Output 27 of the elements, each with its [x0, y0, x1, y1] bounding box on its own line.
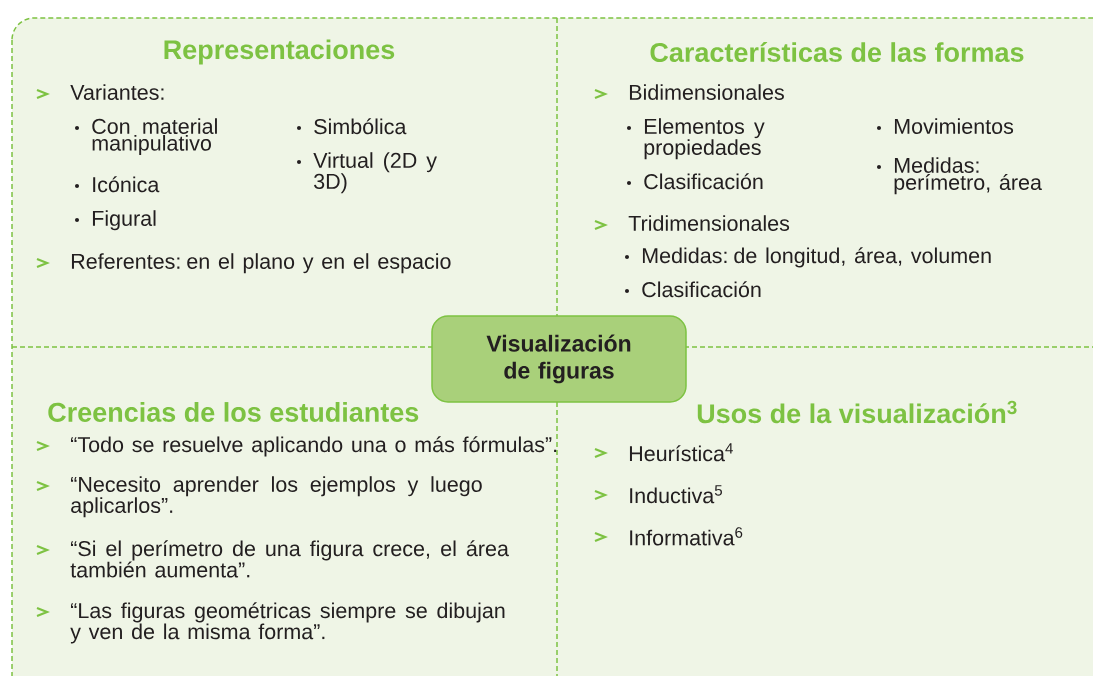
list-item: “Las figuras geométricas siempre se dibujan y ven de la misma forma”. [70, 602, 505, 644]
list-item: Figural [92, 210, 156, 231]
list-item: Clasificación [644, 173, 763, 190]
list-item: Tridimensionales [628, 215, 790, 231]
section-heading: Creencias de los estudiantes [48, 402, 419, 422]
list-item: Icónica [93, 176, 160, 193]
list-item: “Todo se resuelve aplicando una o más fórmulas”. [71, 436, 557, 457]
list-item: Heurística$^{4}$ [629, 443, 733, 462]
section-heading: Representaciones [164, 39, 395, 65]
list-item: Clasificación [642, 281, 761, 298]
section-heading: Características de las formas [650, 41, 1024, 63]
list-item: Con material manipulativo [92, 118, 217, 156]
list-item: Variantes: [70, 84, 164, 100]
list-item: Referentes: en el plano y en el espacio [71, 253, 451, 274]
list-item: Virtual (2D y 3D) [313, 152, 437, 194]
list-item: Simbólica [314, 118, 407, 135]
list-item: “Si el perímetro de una figura crece, el área también aumenta”. [70, 540, 509, 578]
list-item: Medidas: perímetro, área [894, 157, 1042, 195]
list-item: Elementos y propiedades [644, 118, 765, 160]
list-item: Medidas: de longitud, área, volumen [642, 247, 991, 268]
list-item: “Necesito aprender los ejemplos y luego aplicarlos”. [71, 476, 482, 518]
list-item: Movimientos [894, 118, 1014, 134]
list-item: Inductiva$^{5}$ [630, 485, 722, 504]
central-box: Visualización de figuras [431, 315, 687, 403]
list-item: Bidimensionales [629, 84, 784, 100]
section-heading: Usos de la visualización$^{3}$ [697, 400, 1017, 424]
list-item: Informativa$^{6}$ [630, 527, 743, 546]
